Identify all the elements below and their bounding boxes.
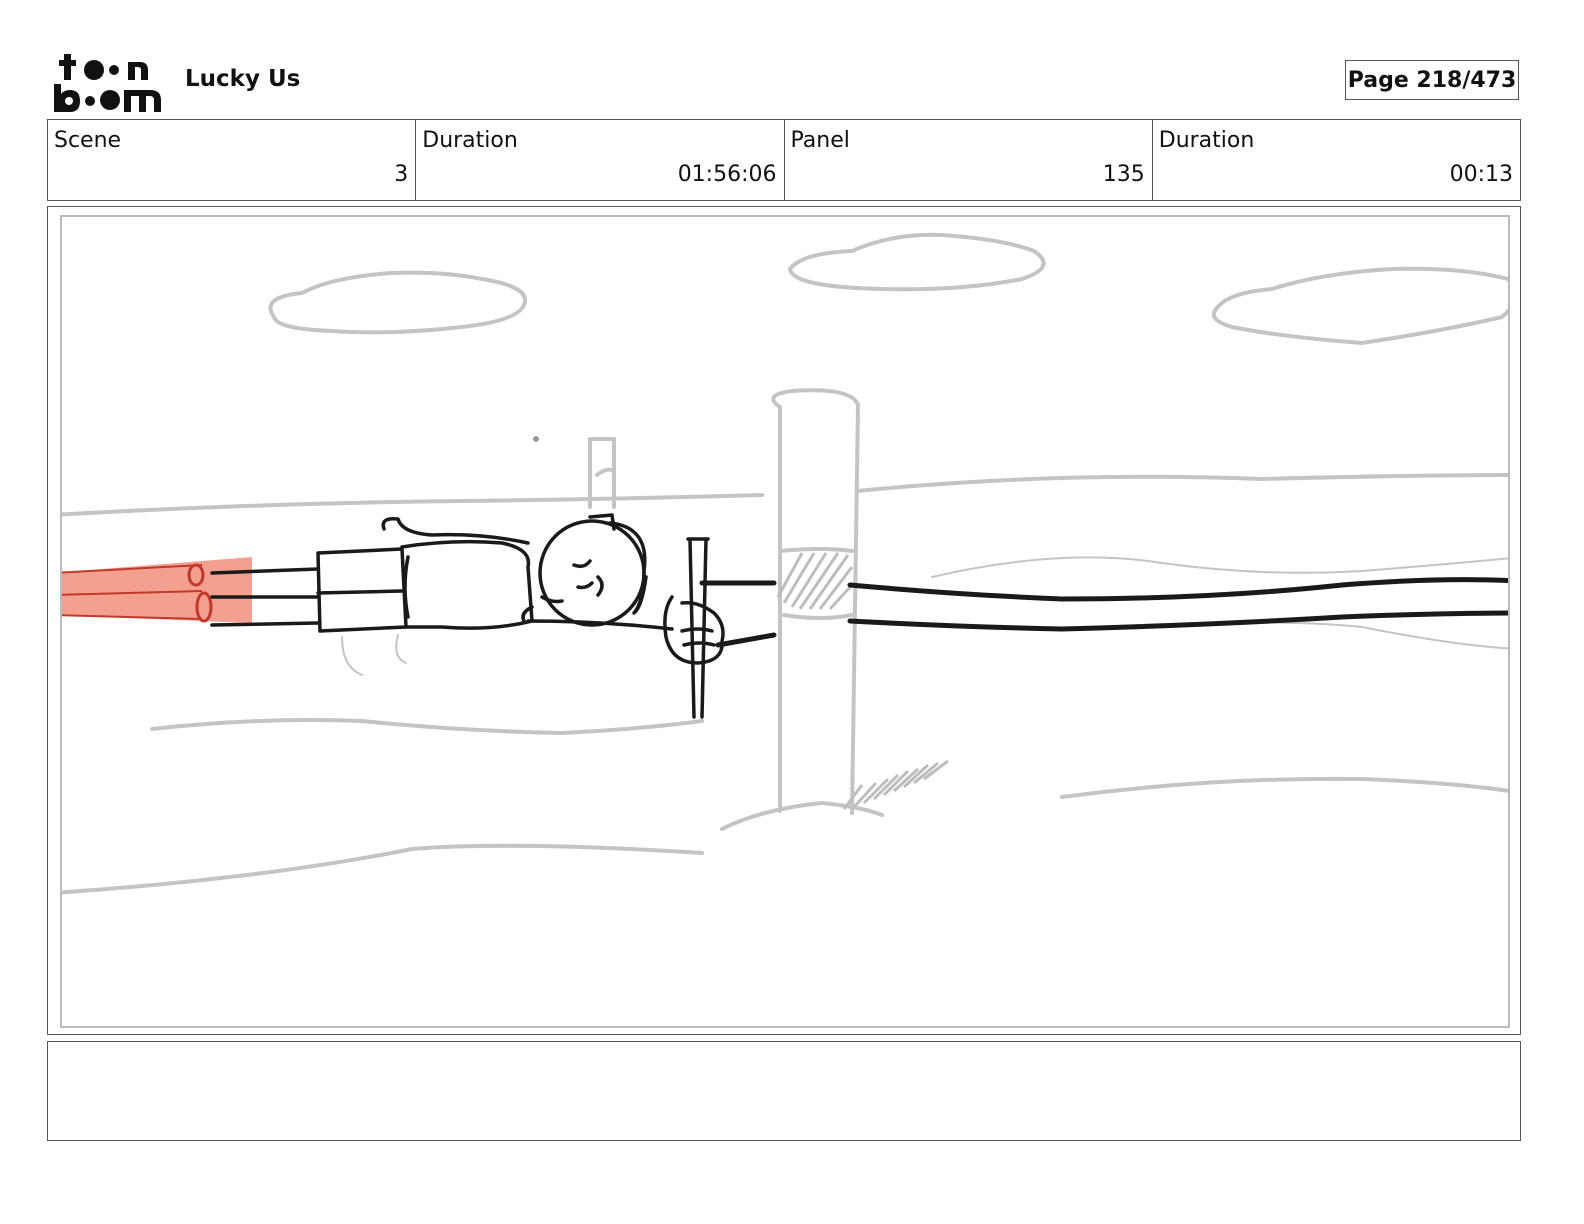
page-number: Page 218/473 xyxy=(1345,60,1519,100)
storyboard-panel xyxy=(47,206,1521,1035)
cloud-left xyxy=(268,270,528,335)
character-body xyxy=(210,513,725,719)
scene-cell: Scene 3 xyxy=(48,120,417,200)
info-table: Scene 3 Duration 01:56:06 Panel 135 Dura… xyxy=(47,119,1521,201)
sketch-drawing xyxy=(62,232,1508,895)
character-legs xyxy=(62,557,252,623)
scene-duration-cell: Duration 01:56:06 xyxy=(416,120,785,200)
toon-boom-logo xyxy=(50,50,168,114)
character-head xyxy=(538,519,646,627)
scene-value: 3 xyxy=(394,162,409,187)
panel-duration-value: 00:13 xyxy=(1449,162,1513,187)
project-title: Lucky Us xyxy=(185,66,301,92)
fence-post xyxy=(771,388,860,815)
panel-duration-cell: Duration 00:13 xyxy=(1153,120,1520,200)
panel-drawing-area xyxy=(60,215,1510,1028)
panel-notes xyxy=(47,1041,1521,1141)
panel-value: 135 xyxy=(1102,162,1145,187)
panel-duration-label: Duration xyxy=(1158,128,1255,153)
panel-cell: Panel 135 xyxy=(785,120,1153,200)
panel-label: Panel xyxy=(790,128,850,153)
scene-label: Scene xyxy=(54,128,122,153)
scene-duration-label: Duration xyxy=(422,128,518,153)
cloud-middle xyxy=(788,232,1046,292)
cloud-right xyxy=(1211,266,1508,345)
scene-duration-value: 01:56:06 xyxy=(677,162,777,187)
